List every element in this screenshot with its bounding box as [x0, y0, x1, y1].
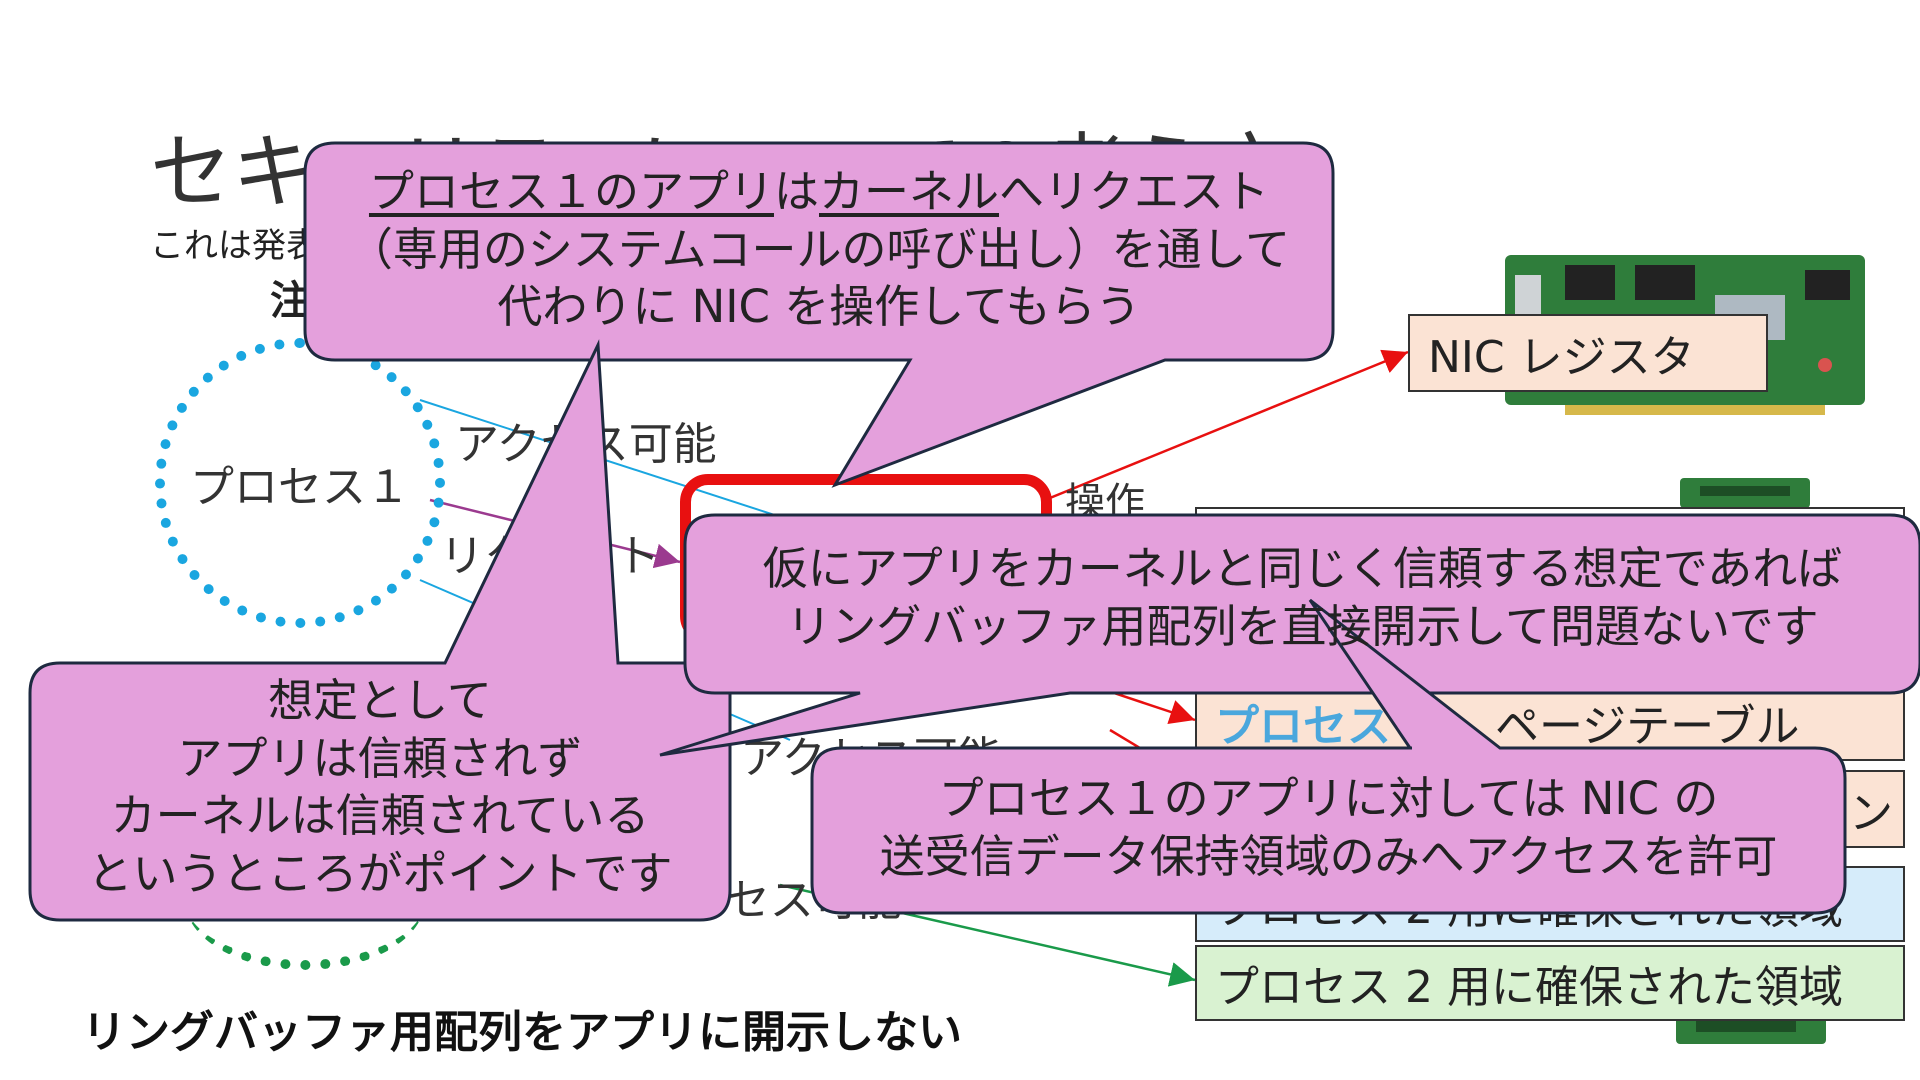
callout-top-text: プロセス１のアプリはカーネルへリクエスト （専用のシステムコールの呼び出し）を通… [305, 163, 1333, 336]
callout-bottom-right-line2: 送受信データ保持領域のみへアクセスを許可 [879, 829, 1778, 883]
callout-bottom-right-line1: プロセス１のアプリに対しては NIC の [938, 772, 1719, 825]
callout-top-particle: は [773, 165, 819, 218]
page-table-label: ページテーブル [1495, 701, 1800, 752]
callout-bottom-right-text: プロセス１のアプリに対しては NIC の 送受信データ保持領域のみへアクセスを許… [812, 770, 1845, 885]
nic-card-top-icon [1680, 478, 1810, 508]
page-table-highlight: プロセス [1215, 701, 1391, 752]
callout-top-line1: プロセス１のアプリはカーネルへリクエスト [305, 163, 1333, 221]
callout-top-request: へリクエスト [999, 165, 1270, 218]
callout-left-line3: カーネルは信頼されている [110, 789, 650, 843]
process1-label: プロセス１ [190, 462, 410, 513]
callout-left-tail [612, 735, 664, 760]
callout-top-kernel: カーネル [819, 165, 1000, 218]
callout-middle-shape [659, 513, 1920, 757]
callout-left-line1: 想定として [268, 674, 492, 727]
process2-region-box: プロセス 2 用に確保された領域 [1195, 945, 1905, 1021]
callout-middle-line1: 仮にアプリをカーネルと同じく信頼する想定であれば [762, 542, 1843, 595]
note-fragment: 注 [270, 278, 310, 324]
operate-arrow-nic [1044, 349, 1409, 502]
callout-top-line2: （専用のシステムコールの呼び出し）を通して [347, 222, 1291, 276]
callout-bottom-right-shape [810, 598, 1847, 915]
process2-ring [185, 830, 425, 970]
callout-top-app: プロセス１のアプリ [368, 165, 774, 218]
nic-register-label: NIC レジスタ [1428, 332, 1695, 383]
callout-middle-text: 仮にアプリをカーネルと同じく信頼する想定であれば リングバッファ用配列を直接開示… [685, 540, 1920, 655]
slide-footer: リングバッファ用配列をアプリに開示しない [82, 1007, 962, 1058]
process2-region-label: プロセス 2 用に確保された領域 [1215, 962, 1843, 1013]
callout-top-line3: 代わりに NIC を操作してもらう [497, 280, 1141, 334]
nic-register-box: NIC レジスタ [1408, 314, 1768, 392]
operate-arrow-pagetable [1104, 688, 1196, 724]
callout-left-text: 想定として アプリは信頼されず カーネルは信頼されている というところがポイント… [30, 672, 730, 902]
process1-ring: プロセス１ [155, 338, 445, 628]
callout-top-shape [303, 141, 1335, 488]
callout-left-line2: アプリは信頼されず [177, 731, 583, 785]
callout-left-line4: というところがポイントです [87, 846, 673, 900]
callout-middle-line2: リングバッファ用配列を直接開示して問題ないです [786, 599, 1819, 653]
